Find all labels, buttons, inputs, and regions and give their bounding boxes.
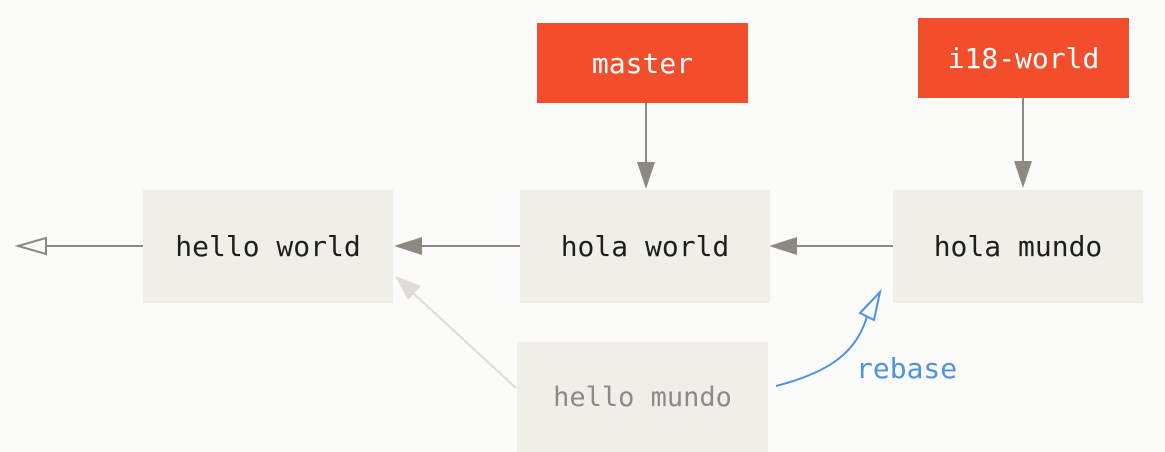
commit-hola-mundo: hola mundo (893, 190, 1143, 303)
arrow-hola-mundo-to-hola-world (769, 237, 893, 255)
branch-label: i18-world (947, 41, 1100, 75)
branch-label: master (591, 46, 694, 80)
commit-label: hello mundo (553, 381, 732, 413)
arrow-i18-world-to-hola-mundo (1014, 98, 1032, 188)
rebase-label: rebase (856, 352, 958, 385)
commit-hello-world: hello world (143, 190, 393, 303)
rebase-arrow (775, 288, 882, 387)
branch-master: master (537, 23, 748, 103)
arrow-master-to-hola-world (637, 103, 655, 189)
branch-i18-world: i18-world (918, 18, 1129, 98)
arrow-to-earlier-history (14, 236, 143, 256)
commit-label: hola mundo (933, 230, 1103, 263)
commit-hola-world: hola world (520, 190, 770, 303)
arrow-hello-mundo-to-hello-world (395, 276, 517, 389)
commit-hello-mundo: hello mundo (517, 342, 768, 452)
commit-label: hello world (175, 230, 361, 263)
arrow-hola-world-to-hello-world (394, 237, 520, 255)
commit-label: hola world (560, 230, 730, 263)
